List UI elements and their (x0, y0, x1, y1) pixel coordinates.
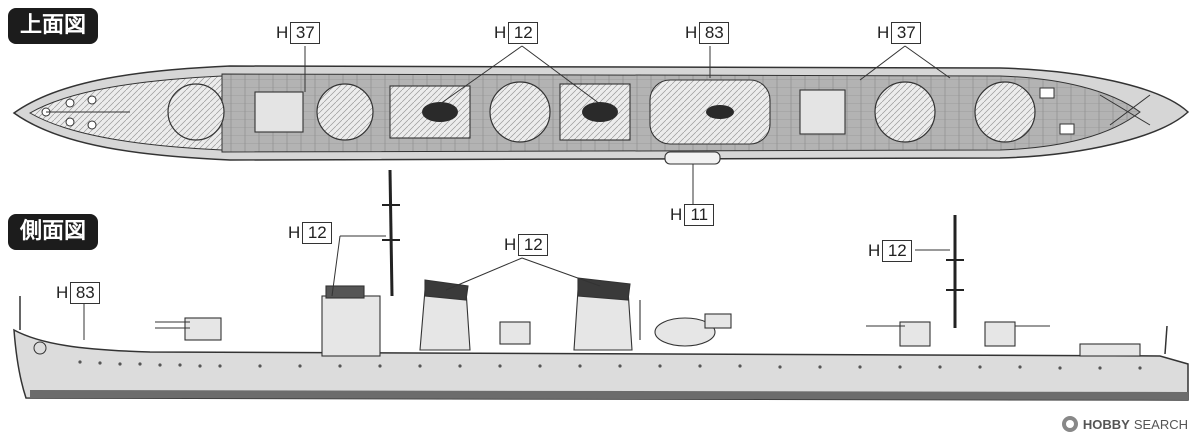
callout-top-h11: H 11 (670, 204, 715, 226)
side-aft-guns (866, 321, 1141, 357)
callout-side-h12-funnels: H 12 (504, 234, 549, 256)
watermark-text: SEARCH (1133, 416, 1188, 432)
side-hull (13, 328, 1189, 401)
top-turrets (167, 81, 1036, 143)
callout-prefix: H (288, 223, 301, 242)
watermark: HOBBY SEARCH (1061, 416, 1188, 432)
callout-prefix: H (877, 23, 890, 42)
callout-top-h83: H 83 (685, 22, 730, 44)
callout-side-h12-aft-mast: H 12 (868, 240, 913, 262)
side-waterline (30, 390, 1188, 400)
callout-prefix: H (670, 205, 683, 224)
callout-prefix: H (494, 23, 507, 42)
callout-number: 37 (891, 22, 922, 44)
callout-prefix: H (56, 283, 69, 302)
side-bridge (321, 285, 381, 357)
top-callout-leaders (304, 45, 951, 204)
side-bow-emblem-icon (33, 341, 47, 355)
callout-top-h37-left: H 37 (276, 22, 321, 44)
callout-prefix: H (685, 23, 698, 42)
callout-number: 12 (882, 240, 913, 262)
side-mainmast (946, 215, 964, 328)
side-funnels (419, 277, 633, 351)
callout-side-h12-mast: H 12 (288, 222, 333, 244)
callout-top-h37-right: H 37 (877, 22, 922, 44)
callout-number: 37 (290, 22, 321, 44)
side-portholes (78, 360, 1142, 370)
side-forward-gun (155, 317, 222, 341)
top-anchor-gear (41, 95, 130, 130)
callout-number: 12 (518, 234, 549, 256)
callout-prefix: H (868, 241, 881, 260)
callout-side-h83: H 83 (56, 282, 101, 304)
top-stern-gear (1039, 87, 1151, 135)
top-view (12, 45, 1190, 204)
side-callout-leaders (83, 235, 950, 340)
side-view (13, 169, 1189, 401)
callout-number: 83 (699, 22, 730, 44)
callout-number: 83 (70, 282, 101, 304)
hobby-search-logo-icon (1061, 416, 1078, 432)
callout-number: 11 (684, 204, 715, 226)
watermark-brand: HOBBY (1082, 416, 1130, 432)
side-stern-staff (1164, 325, 1168, 355)
callout-number: 12 (302, 222, 333, 244)
side-foremast (382, 169, 400, 297)
side-view-label: 側面図 (8, 214, 99, 250)
top-torpedo-tubes (422, 102, 734, 122)
callout-prefix: H (504, 235, 517, 254)
callout-number: 12 (508, 22, 539, 44)
top-view-label: 上面図 (8, 8, 99, 44)
callout-top-h12: H 12 (494, 22, 539, 44)
side-midship-gear (499, 300, 732, 347)
callout-prefix: H (276, 23, 289, 42)
